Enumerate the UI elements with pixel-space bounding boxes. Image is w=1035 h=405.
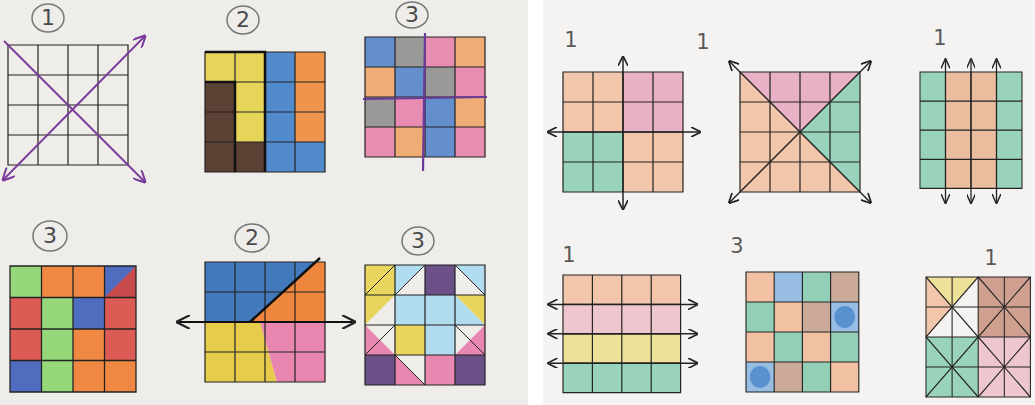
task-number: 3 [403,227,433,255]
task-number: 1 [554,241,584,269]
task-number: 1 [688,28,718,56]
task-number: 2 [237,224,267,252]
task-number: 1 [33,4,63,32]
task-number: 1 [925,24,955,52]
task-number: 3 [397,1,427,29]
task-number: 3 [722,232,752,260]
task-number: 1 [556,26,586,54]
task-number: 2 [228,6,258,34]
task-number: 3 [35,222,65,250]
task-number: 1 [976,244,1006,272]
